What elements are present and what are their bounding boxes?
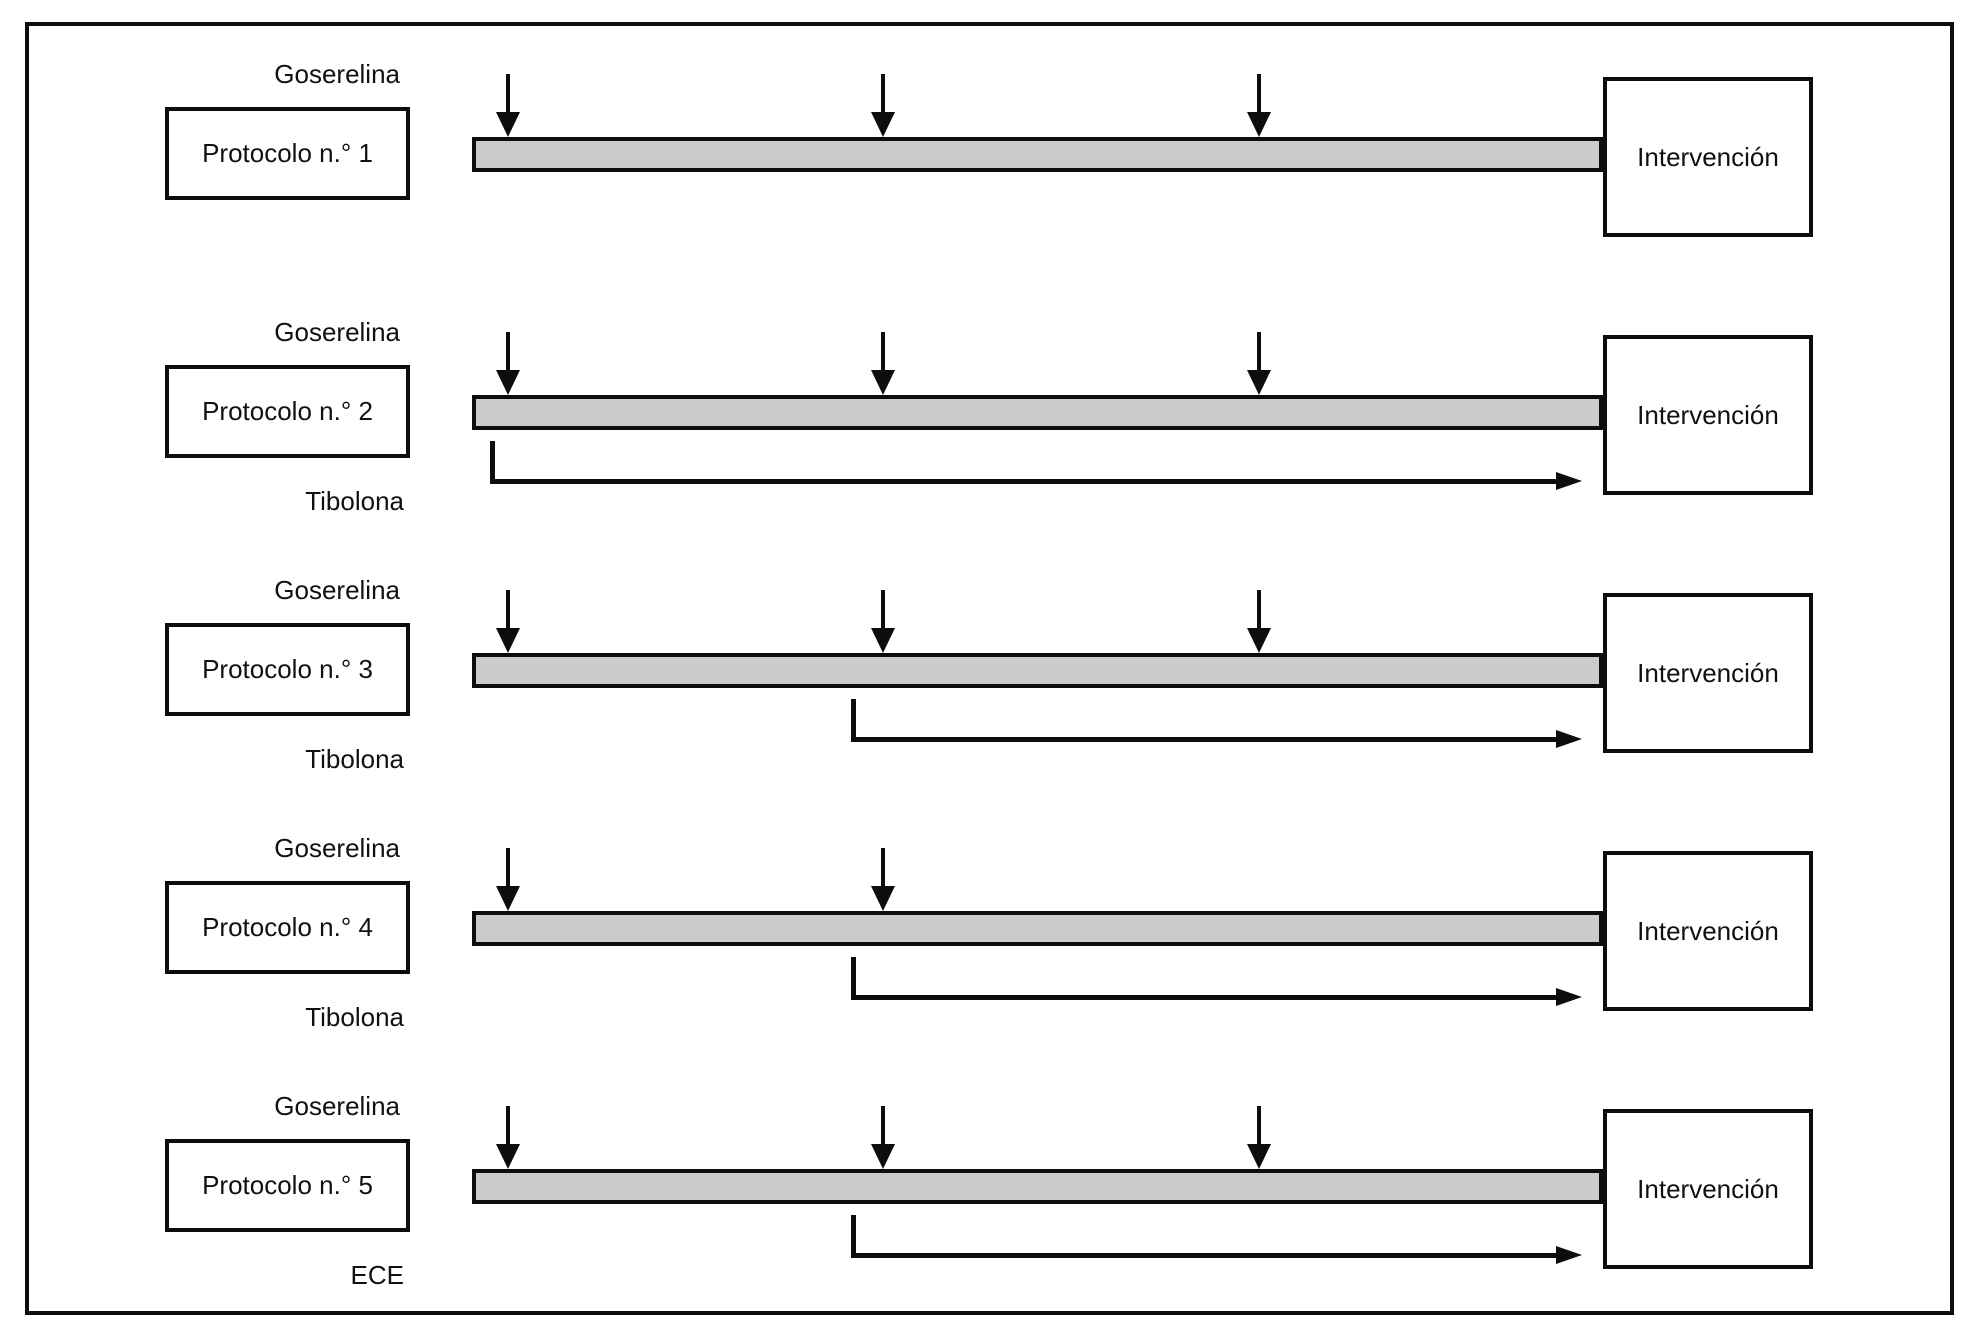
secondary-arrow-horizontal-segment bbox=[490, 479, 1556, 484]
injection-down-arrow-icon bbox=[496, 74, 520, 137]
protocol-label: Protocolo n.° 4 bbox=[202, 912, 373, 942]
injection-down-arrow-icon bbox=[871, 590, 895, 653]
top-drug-label: Goserelina bbox=[274, 59, 400, 89]
secondary-arrow-head-icon bbox=[1556, 988, 1582, 1006]
secondary-arrow-head-icon bbox=[1556, 730, 1582, 748]
protocol-label: Protocolo n.° 3 bbox=[202, 654, 373, 684]
intervention-box: Intervención bbox=[1603, 593, 1813, 753]
arrow-head bbox=[496, 1144, 520, 1169]
arrow-shaft bbox=[506, 74, 510, 112]
figure-frame bbox=[25, 22, 1954, 1315]
secondary-drug-label: Tibolona bbox=[305, 486, 404, 516]
treatment-bar bbox=[472, 1169, 1603, 1204]
intervention-box: Intervención bbox=[1603, 1109, 1813, 1269]
secondary-drug-label: ECE bbox=[350, 1260, 404, 1290]
arrow-head bbox=[871, 886, 895, 911]
arrow-head bbox=[1247, 1144, 1271, 1169]
secondary-drug-label: Tibolona bbox=[305, 744, 404, 774]
arrow-head bbox=[496, 112, 520, 137]
treatment-bar bbox=[472, 395, 1603, 430]
intervention-label: Intervención bbox=[1637, 141, 1779, 172]
arrow-head bbox=[871, 112, 895, 137]
arrow-head bbox=[1247, 112, 1271, 137]
secondary-drug-label: Tibolona bbox=[305, 1002, 404, 1032]
arrow-shaft bbox=[1257, 74, 1261, 112]
arrow-head bbox=[871, 370, 895, 395]
injection-down-arrow-icon bbox=[1247, 74, 1271, 137]
arrow-shaft bbox=[881, 848, 885, 886]
protocol-box: Protocolo n.° 4 bbox=[165, 881, 410, 974]
secondary-arrow-vertical-segment bbox=[851, 699, 856, 742]
treatment-bar bbox=[472, 137, 1603, 172]
injection-down-arrow-icon bbox=[1247, 332, 1271, 395]
intervention-label: Intervención bbox=[1637, 657, 1779, 688]
top-drug-label: Goserelina bbox=[274, 1091, 400, 1121]
injection-down-arrow-icon bbox=[871, 332, 895, 395]
arrow-head bbox=[496, 370, 520, 395]
protocol-box: Protocolo n.° 3 bbox=[165, 623, 410, 716]
injection-down-arrow-icon bbox=[871, 1106, 895, 1169]
arrow-shaft bbox=[506, 1106, 510, 1144]
top-drug-label: Goserelina bbox=[274, 317, 400, 347]
injection-down-arrow-icon bbox=[496, 848, 520, 911]
arrow-shaft bbox=[881, 590, 885, 628]
arrow-shaft bbox=[506, 848, 510, 886]
injection-down-arrow-icon bbox=[496, 1106, 520, 1169]
arrow-shaft bbox=[881, 1106, 885, 1144]
treatment-bar bbox=[472, 653, 1603, 688]
protocol-box: Protocolo n.° 5 bbox=[165, 1139, 410, 1232]
protocol-label: Protocolo n.° 1 bbox=[202, 138, 373, 168]
arrow-shaft bbox=[881, 74, 885, 112]
injection-down-arrow-icon bbox=[1247, 590, 1271, 653]
intervention-box: Intervención bbox=[1603, 77, 1813, 237]
secondary-arrow-head-icon bbox=[1556, 1246, 1582, 1264]
injection-down-arrow-icon bbox=[1247, 1106, 1271, 1169]
secondary-arrow-horizontal-segment bbox=[851, 1253, 1556, 1258]
injection-down-arrow-icon bbox=[496, 590, 520, 653]
secondary-arrow-vertical-segment bbox=[851, 957, 856, 1000]
arrow-head bbox=[496, 886, 520, 911]
protocol-label: Protocolo n.° 2 bbox=[202, 396, 373, 426]
arrow-shaft bbox=[506, 332, 510, 370]
arrow-shaft bbox=[881, 332, 885, 370]
arrow-head bbox=[871, 628, 895, 653]
arrow-shaft bbox=[506, 590, 510, 628]
top-drug-label: Goserelina bbox=[274, 833, 400, 863]
injection-down-arrow-icon bbox=[871, 848, 895, 911]
secondary-arrow-vertical-segment bbox=[851, 1215, 856, 1258]
protocol-label: Protocolo n.° 5 bbox=[202, 1170, 373, 1200]
arrow-shaft bbox=[1257, 1106, 1261, 1144]
secondary-arrow-horizontal-segment bbox=[851, 737, 1556, 742]
secondary-arrow-horizontal-segment bbox=[851, 995, 1556, 1000]
injection-down-arrow-icon bbox=[871, 74, 895, 137]
intervention-label: Intervención bbox=[1637, 399, 1779, 430]
arrow-head bbox=[871, 1144, 895, 1169]
arrow-head bbox=[1247, 628, 1271, 653]
secondary-arrow-head-icon bbox=[1556, 472, 1582, 490]
arrow-shaft bbox=[1257, 332, 1261, 370]
injection-down-arrow-icon bbox=[496, 332, 520, 395]
intervention-box: Intervención bbox=[1603, 851, 1813, 1011]
intervention-box: Intervención bbox=[1603, 335, 1813, 495]
arrow-head bbox=[496, 628, 520, 653]
intervention-label: Intervención bbox=[1637, 1173, 1779, 1204]
secondary-arrow-vertical-segment bbox=[490, 441, 495, 484]
arrow-head bbox=[1247, 370, 1271, 395]
protocol-box: Protocolo n.° 1 bbox=[165, 107, 410, 200]
treatment-bar bbox=[472, 911, 1603, 946]
protocol-box: Protocolo n.° 2 bbox=[165, 365, 410, 458]
intervention-label: Intervención bbox=[1637, 915, 1779, 946]
arrow-shaft bbox=[1257, 590, 1261, 628]
top-drug-label: Goserelina bbox=[274, 575, 400, 605]
